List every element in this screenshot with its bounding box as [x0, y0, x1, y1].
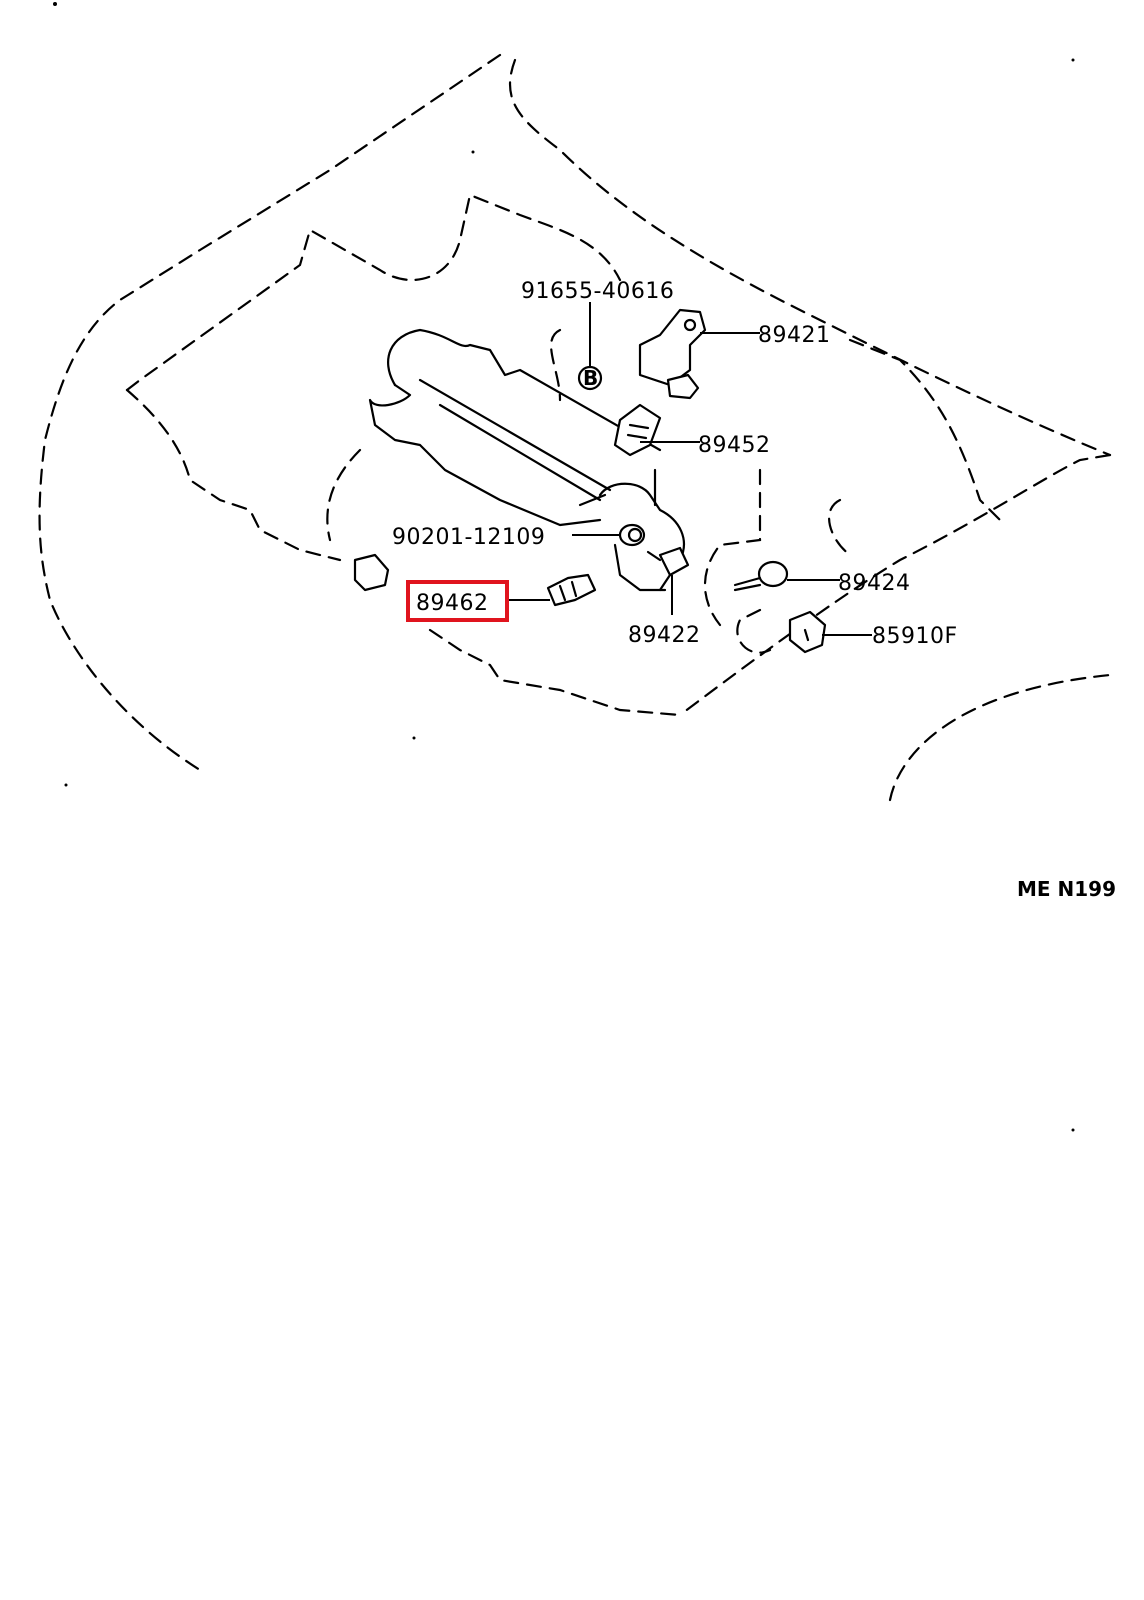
part-89421-shape [638, 308, 707, 400]
part-89462-shape [546, 573, 597, 607]
speck [471, 150, 475, 154]
label-89424: 89424 [838, 571, 911, 596]
speck [1071, 58, 1075, 62]
vehicle-body-outline [38, 53, 1112, 802]
label-89462: 89462 [416, 591, 489, 616]
label-89422: 89422 [628, 623, 701, 648]
speck [412, 736, 416, 740]
diagram-reference-code: ME N199 [1017, 877, 1116, 901]
part-89422-shape [646, 546, 690, 577]
part-85910f-shape [788, 610, 827, 654]
label-90201-12109: 90201-12109 [392, 525, 545, 550]
part-90201-shape [618, 523, 646, 547]
speck [53, 2, 57, 6]
engine-block [368, 328, 685, 592]
speck [1071, 1128, 1075, 1132]
callout-b: B [577, 365, 603, 391]
leader-lines [505, 302, 872, 636]
label-89452: 89452 [698, 433, 771, 458]
label-91655-40616: 91655-40616 [521, 279, 674, 304]
part-labels: 91655-40616 89421 89452 90201-12109 8942… [392, 279, 958, 649]
label-89421: 89421 [758, 323, 831, 348]
part-89452-shape [613, 403, 662, 457]
part-89424-shape [733, 560, 789, 592]
grommet-part [353, 553, 390, 592]
highlight-box-89462 [406, 580, 509, 622]
label-85910f: 85910F [872, 624, 958, 649]
speck [64, 783, 68, 787]
callout-b-letter: B [583, 366, 598, 390]
